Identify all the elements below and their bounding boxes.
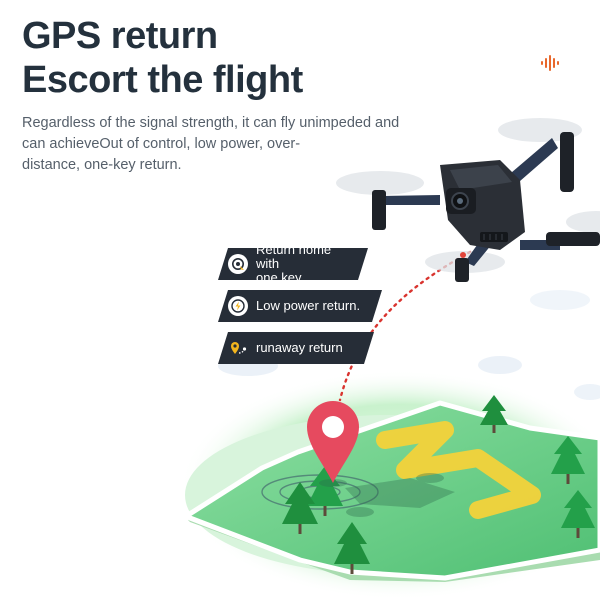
- audio-wave-icon[interactable]: [540, 55, 560, 71]
- description: Regardless of the signal strength, it ca…: [22, 113, 422, 176]
- map-land: [185, 400, 600, 581]
- description-line-1: Regardless of the signal strength, it ca…: [22, 115, 400, 131]
- low-power-icon: [228, 296, 248, 316]
- description-line-3: distance, one-key return.: [22, 157, 182, 173]
- feature-label: runaway return: [256, 340, 343, 355]
- headline: GPS return Escort the flight: [22, 14, 303, 102]
- home-location-pin: [307, 401, 359, 487]
- trees: [282, 395, 595, 574]
- drone: [372, 132, 600, 282]
- headline-line-1: GPS return: [22, 15, 218, 57]
- feature-label: Return home with one key.: [256, 242, 332, 285]
- feature-one-key-return: Return home with one key.: [218, 248, 368, 280]
- feature-low-power-return: Low power return.: [218, 290, 382, 322]
- feature-runaway-return: runaway return: [218, 332, 374, 364]
- feature-label: Low power return.: [256, 298, 361, 313]
- headline-line-2: Escort the flight: [22, 59, 303, 101]
- map-route: [376, 421, 541, 519]
- drone-shadow: [345, 473, 455, 517]
- one-key-return-icon: [228, 254, 248, 274]
- runaway-location-icon: [228, 338, 248, 358]
- description-line-2: can achieveOut of control, low power, ov…: [22, 136, 301, 152]
